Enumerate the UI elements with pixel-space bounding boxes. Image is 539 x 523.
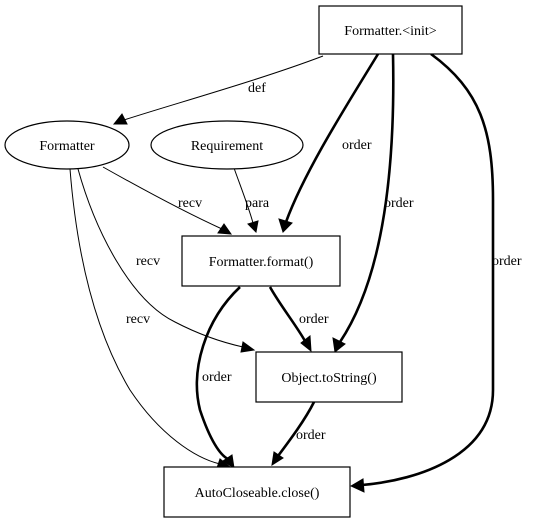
edge-format-to-tostring: order xyxy=(268,286,329,353)
edge-label-recv-format: recv xyxy=(178,196,202,211)
edge-init-to-formatter: def xyxy=(112,55,324,125)
node-formatter-format: Formatter.format() xyxy=(181,235,341,287)
node-label-object-tostring: Object.toString() xyxy=(281,371,377,386)
node-label-formatter-format: Formatter.format() xyxy=(209,255,314,270)
node-label-formatter-init: Formatter.<init> xyxy=(344,24,436,39)
edge-label-recv-close: recv xyxy=(126,312,150,327)
edge-label-order-tostring-close: order xyxy=(296,428,326,443)
edge-init-to-format: order xyxy=(278,53,380,233)
edge-label-order-format-tostring: order xyxy=(299,312,329,327)
edge-init-to-tostring: order xyxy=(332,53,414,353)
node-autocloseable-close: AutoCloseable.close() xyxy=(163,466,351,518)
edge-label-order-init-close: order xyxy=(492,254,522,269)
edge-label-recv-tostring: recv xyxy=(136,254,160,269)
edge-requirement-to-format: para xyxy=(233,167,270,234)
edge-formatter-to-tostring: recv xyxy=(77,168,256,353)
node-formatter-init: Formatter.<init> xyxy=(318,5,463,55)
node-object-tostring: Object.toString() xyxy=(255,351,403,403)
edge-init-to-close: order xyxy=(349,52,522,493)
edge-label-para: para xyxy=(245,196,270,211)
node-label-autocloseable-close: AutoCloseable.close() xyxy=(195,486,320,501)
edge-tostring-to-close: order xyxy=(271,401,326,467)
node-requirement: Requirement xyxy=(150,120,304,170)
edge-label-order-init-tostring: order xyxy=(384,196,414,211)
edge-label-order-init-format: order xyxy=(342,138,372,153)
node-formatter: Formatter xyxy=(4,120,130,170)
edge-formatter-to-format: recv xyxy=(102,166,233,235)
edge-label-def: def xyxy=(248,81,266,96)
node-label-formatter: Formatter xyxy=(39,139,95,154)
edge-format-to-close: order xyxy=(195,286,241,470)
node-label-requirement: Requirement xyxy=(191,139,263,154)
edge-label-order-format-close: order xyxy=(202,370,232,385)
